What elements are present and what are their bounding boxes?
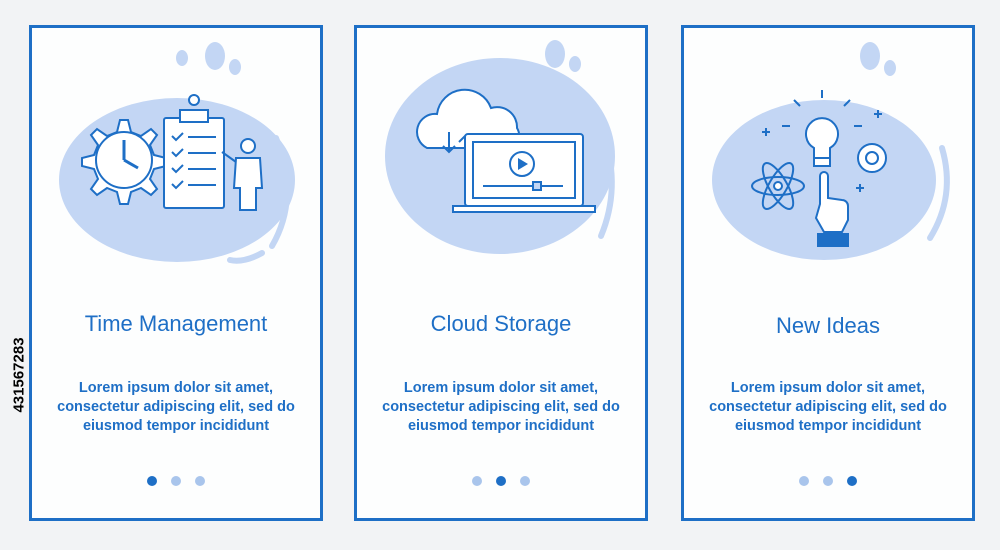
pagination-dots [684,476,972,486]
onboarding-card-new-ideas: New Ideas Lorem ipsum dolor sit amet, co… [681,25,975,521]
page-dot-1[interactable] [472,476,482,486]
page-dot-3[interactable] [520,476,530,486]
page-dot-2[interactable] [171,476,181,486]
card-description: Lorem ipsum dolor sit amet, consectetur … [382,380,620,434]
pagination-dots [357,476,645,486]
page-dot-2[interactable] [496,476,506,486]
pagination-dots [32,476,320,486]
page-dot-3[interactable] [195,476,205,486]
card-title: Cloud Storage [430,311,572,336]
new-ideas-illustration [712,42,950,260]
page-dot-1[interactable] [147,476,157,486]
card-title: New Ideas [776,313,880,338]
time-management-illustration [59,42,295,264]
card-description: Lorem ipsum dolor sit amet, consectetur … [709,380,947,434]
onboarding-card-cloud-storage: Cloud Storage Lorem ipsum dolor sit amet… [354,25,648,521]
card-description: Lorem ipsum dolor sit amet, consectetur … [57,380,295,434]
page-dot-2[interactable] [823,476,833,486]
stock-image-id: 431567283 [10,337,28,413]
onboarding-card-time-management: Time Management Lorem ipsum dolor sit am… [29,25,323,521]
cloud-storage-illustration [385,40,615,254]
card-title: Time Management [84,311,268,336]
page-dot-3[interactable] [847,476,857,486]
page-dot-1[interactable] [799,476,809,486]
